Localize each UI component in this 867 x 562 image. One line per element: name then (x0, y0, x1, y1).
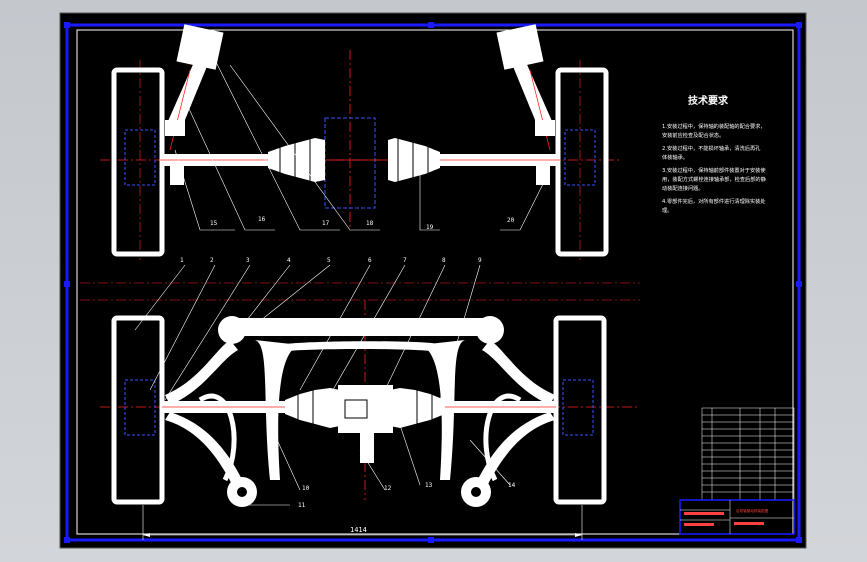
svg-text:11: 11 (298, 502, 306, 509)
svg-text:理。: 理。 (662, 207, 672, 214)
technical-requirements: 技术要求 1.安装过程中，保持轴的装配轴的配合要求， 安装前应检查及配合状态。 … (662, 94, 767, 214)
svg-text:体装轴承。: 体装轴承。 (662, 153, 688, 161)
svg-text:3: 3 (246, 257, 250, 264)
dimension-1414: 1414 (142, 505, 583, 540)
svg-text:3.安装过程中，保持轴前部件装置对于安装使: 3.安装过程中，保持轴前部件装置对于安装使 (662, 166, 766, 174)
svg-text:安装前应检查及配合状态。: 安装前应检查及配合状态。 (662, 131, 724, 139)
svg-text:16: 16 (258, 216, 266, 223)
svg-text:1414: 1414 (350, 526, 367, 534)
svg-text:用，装配方式螺栓连接轴承部，检查后部的静: 用，装配方式螺栓连接轴承部，检查后部的静 (662, 175, 767, 183)
svg-text:9: 9 (478, 257, 482, 264)
svg-text:后双轴驱动桥装配图: 后双轴驱动桥装配图 (736, 508, 769, 513)
svg-text:18: 18 (366, 220, 374, 227)
svg-text:5: 5 (327, 257, 331, 264)
svg-text:12: 12 (384, 485, 392, 492)
title-block: 后双轴驱动桥装配图 (679, 499, 795, 535)
svg-text:技术要求: 技术要求 (688, 94, 729, 107)
svg-text:19: 19 (426, 224, 434, 231)
top-leader-lines (174, 59, 546, 231)
top-callouts: 15 16 17 18 19 20 (210, 216, 515, 231)
svg-text:14: 14 (508, 482, 516, 489)
svg-text:7: 7 (403, 257, 407, 264)
svg-text:4.零部件完后，对所有部件进行清理除实装处: 4.零部件完后，对所有部件进行清理除实装处 (662, 197, 766, 205)
frame-markers (64, 22, 802, 543)
svg-text:6: 6 (368, 257, 372, 264)
svg-text:13: 13 (425, 482, 433, 489)
svg-text:17: 17 (322, 220, 330, 227)
svg-text:1: 1 (180, 257, 184, 264)
svg-text:1.安装过程中，保持轴的装配轴的配合要求，: 1.安装过程中，保持轴的装配轴的配合要求， (662, 122, 766, 130)
svg-text:15: 15 (210, 220, 218, 227)
parts-list (701, 407, 795, 501)
svg-text:2: 2 (210, 257, 214, 264)
inner-border (76, 29, 794, 535)
svg-text:动装配连接问题。: 动装配连接问题。 (662, 184, 704, 192)
svg-text:4: 4 (287, 257, 291, 264)
svg-text:20: 20 (507, 217, 515, 224)
rear-axle-view (100, 300, 640, 507)
svg-text:2.安装过程中，不能损坏轴承，清洗后再孔: 2.安装过程中，不能损坏轴承，清洗后再孔 (662, 144, 761, 152)
bottom-callouts-bottom: 10 11 12 13 14 (298, 482, 516, 509)
drawing-sheet (59, 12, 807, 549)
front-axle-view (100, 24, 620, 260)
bottom-callouts-top: 1 2 3 4 5 6 7 8 9 (180, 257, 482, 264)
bottom-leader-lines (134, 264, 511, 506)
svg-text:10: 10 (302, 485, 310, 492)
svg-text:8: 8 (442, 257, 446, 264)
